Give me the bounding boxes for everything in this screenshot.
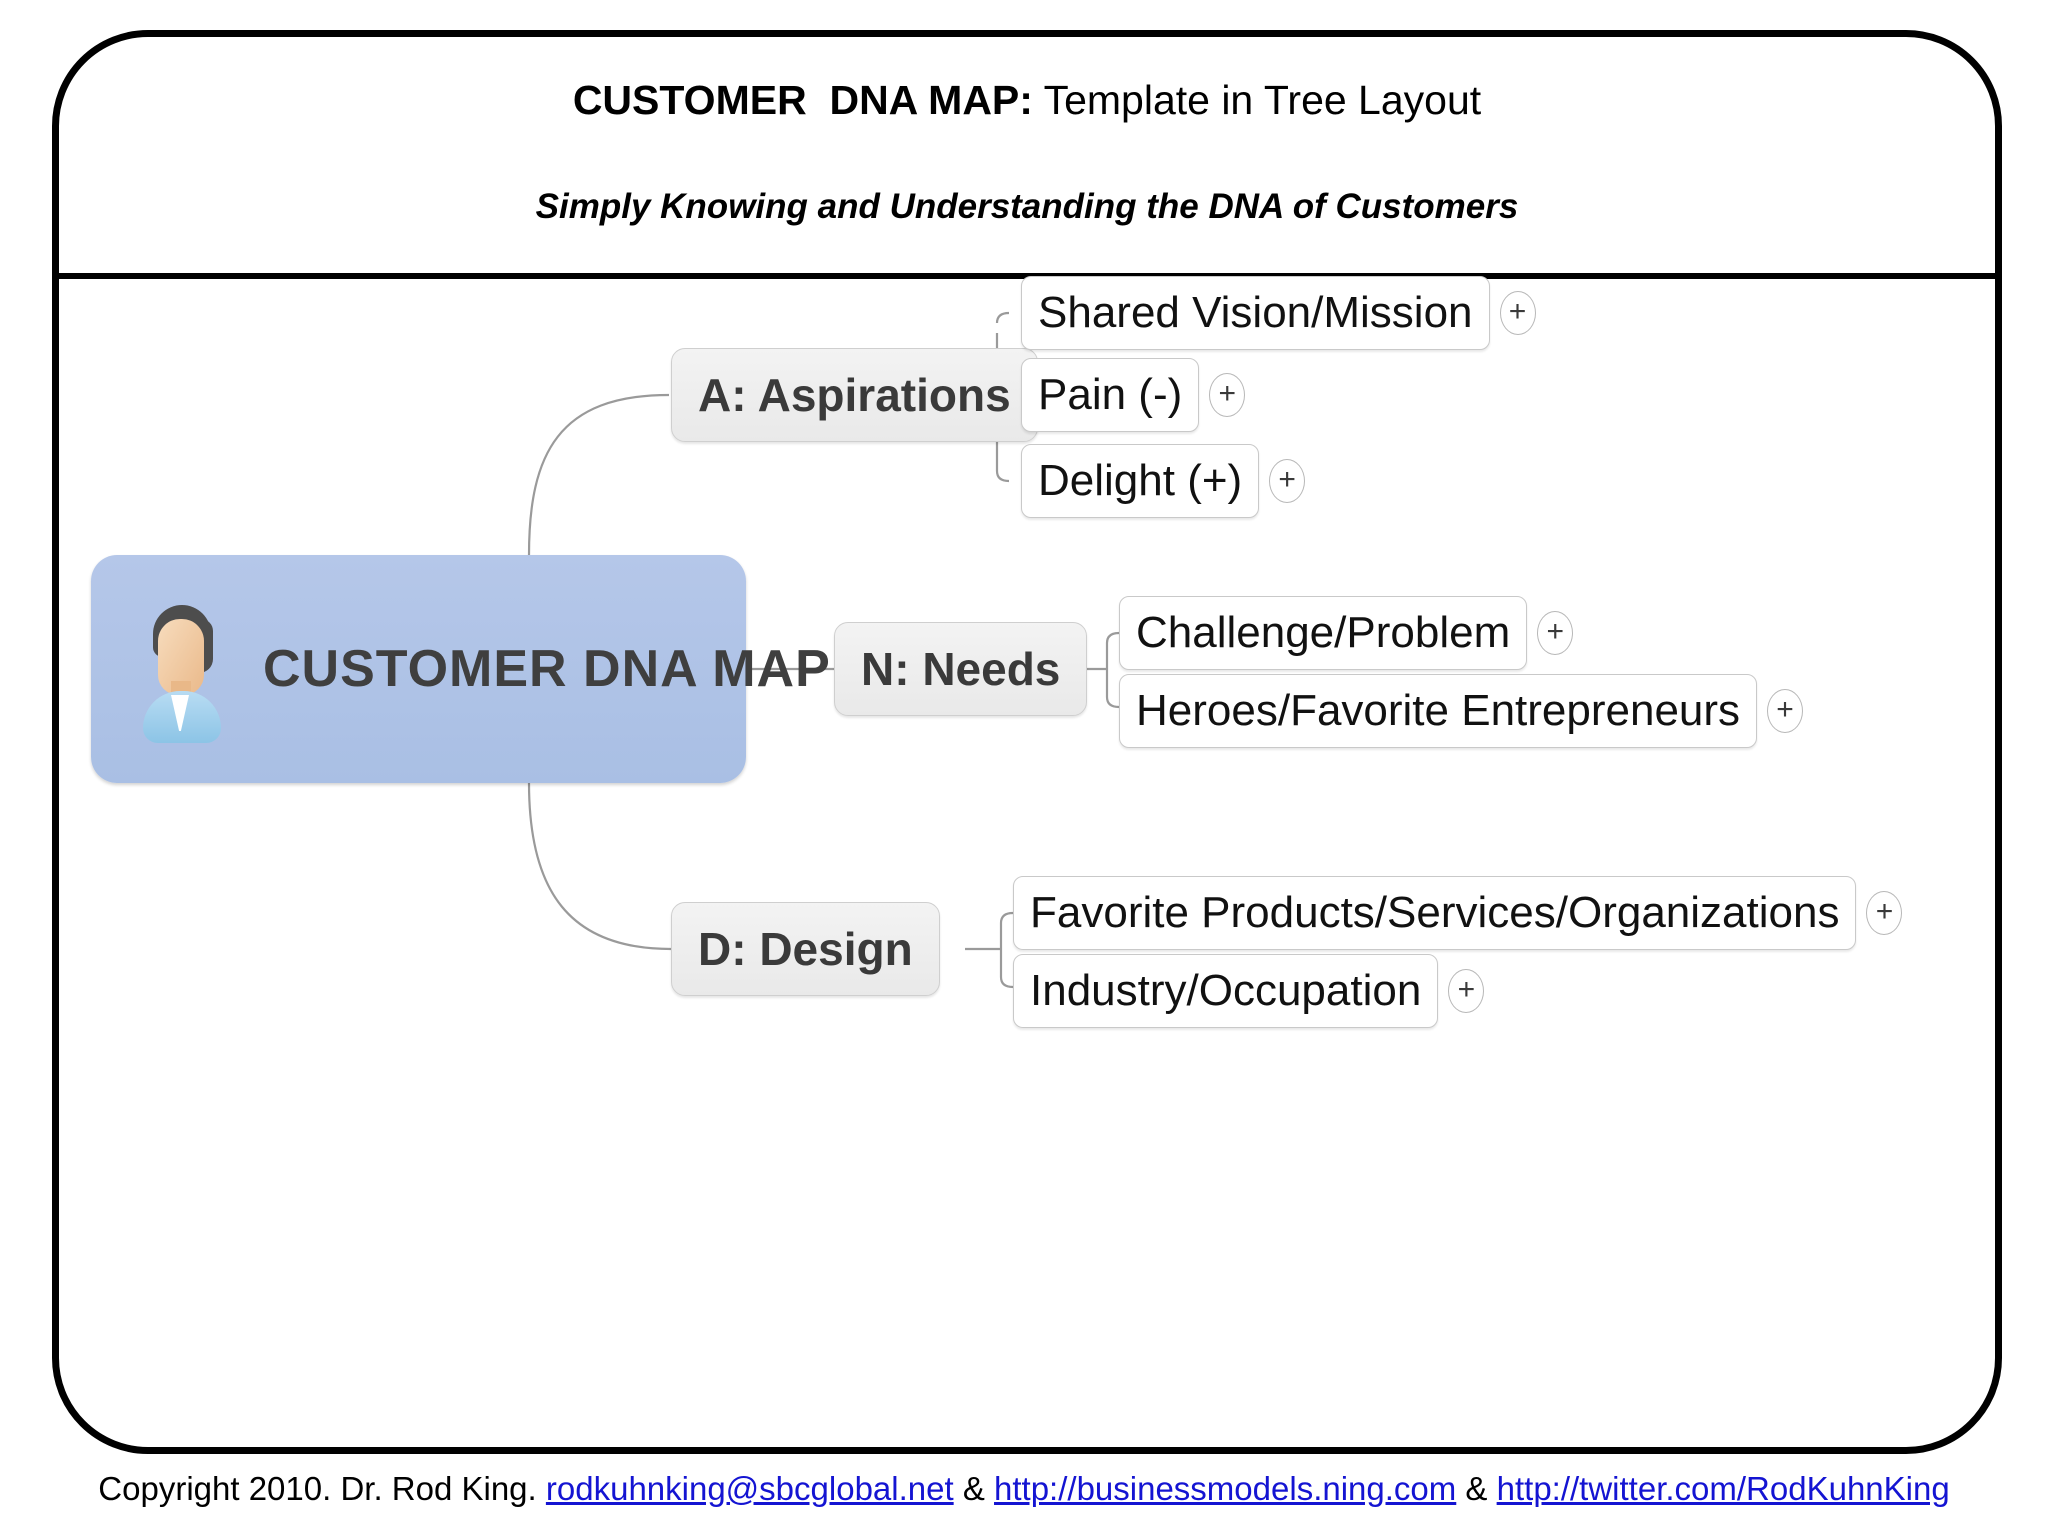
leaf-node-pain[interactable]: Pain (-) bbox=[1021, 358, 1200, 432]
leaf-row-challenge: Challenge/Problem + bbox=[1119, 596, 1574, 670]
branch-node-needs[interactable]: N: Needs bbox=[834, 622, 1088, 716]
branch-label-design: D: Design bbox=[698, 923, 913, 975]
leaf-row-favorite-products: Favorite Products/Services/Organizations… bbox=[1013, 876, 1903, 950]
expand-plus-icon[interactable]: + bbox=[1209, 373, 1246, 417]
user-avatar-icon bbox=[131, 599, 227, 743]
root-node[interactable]: CUSTOMER DNA MAP bbox=[91, 555, 830, 783]
leaf-row-shared-vision: Shared Vision/Mission + bbox=[1021, 276, 1536, 350]
slide-header: CUSTOMER DNA MAP: Template in Tree Layou… bbox=[59, 37, 1995, 273]
leaf-node-delight[interactable]: Delight (+) bbox=[1021, 444, 1260, 518]
expand-plus-icon[interactable]: + bbox=[1866, 891, 1903, 935]
page-title-rest: Template in Tree Layout bbox=[1032, 77, 1482, 123]
page-title-bold: CUSTOMER DNA MAP: bbox=[572, 77, 1033, 123]
branch-node-design[interactable]: D: Design bbox=[671, 902, 940, 996]
leaf-row-industry: Industry/Occupation + bbox=[1013, 954, 1485, 1028]
footer-copyright: Copyright 2010. Dr. Rod King. rodkuhnkin… bbox=[0, 1470, 2048, 1508]
leaf-row-delight: Delight (+) + bbox=[1021, 444, 1306, 518]
expand-plus-icon[interactable]: + bbox=[1537, 611, 1574, 655]
branch-label-aspirations: A: Aspirations bbox=[698, 369, 1011, 421]
branch-label-needs: N: Needs bbox=[861, 643, 1061, 695]
leaf-label-shared-vision: Shared Vision/Mission bbox=[1038, 288, 1473, 337]
expand-plus-icon[interactable]: + bbox=[1767, 689, 1804, 733]
footer-website-link[interactable]: http://businessmodels.ning.com bbox=[994, 1470, 1457, 1507]
leaf-label-challenge: Challenge/Problem bbox=[1136, 608, 1511, 657]
leaf-node-shared-vision[interactable]: Shared Vision/Mission bbox=[1021, 276, 1490, 350]
expand-plus-icon[interactable]: + bbox=[1448, 969, 1485, 1013]
branch-node-aspirations[interactable]: A: Aspirations bbox=[671, 348, 1038, 442]
footer-twitter-link[interactable]: http://twitter.com/RodKuhnKing bbox=[1496, 1470, 1950, 1507]
page-title: CUSTOMER DNA MAP: Template in Tree Layou… bbox=[59, 77, 1995, 124]
expand-plus-icon[interactable]: + bbox=[1499, 291, 1536, 335]
leaf-label-heroes: Heroes/Favorite Entrepreneurs bbox=[1136, 686, 1741, 735]
leaf-label-favorite-products: Favorite Products/Services/Organizations bbox=[1030, 888, 1840, 937]
leaf-node-favorite-products[interactable]: Favorite Products/Services/Organizations bbox=[1013, 876, 1857, 950]
slide-frame: CUSTOMER DNA MAP: Template in Tree Layou… bbox=[52, 30, 2002, 1454]
leaf-row-pain: Pain (-) + bbox=[1021, 358, 1246, 432]
leaf-label-delight: Delight (+) bbox=[1038, 456, 1243, 505]
mind-map-canvas: CUSTOMER DNA MAP A: Aspirations Shared V… bbox=[59, 273, 1995, 1455]
leaf-node-heroes[interactable]: Heroes/Favorite Entrepreneurs bbox=[1119, 674, 1758, 748]
footer-email-link[interactable]: rodkuhnking@sbcglobal.net bbox=[545, 1470, 954, 1507]
leaf-node-industry[interactable]: Industry/Occupation bbox=[1013, 954, 1439, 1028]
root-node-label: CUSTOMER DNA MAP bbox=[263, 640, 831, 698]
leaf-row-heroes: Heroes/Favorite Entrepreneurs + bbox=[1119, 674, 1804, 748]
expand-plus-icon[interactable]: + bbox=[1269, 459, 1306, 503]
page-subtitle: Simply Knowing and Understanding the DNA… bbox=[535, 187, 1519, 226]
leaf-label-pain: Pain (-) bbox=[1038, 370, 1183, 419]
footer-separator-1: & bbox=[953, 1470, 995, 1507]
footer-separator-2: & bbox=[1456, 1470, 1497, 1507]
footer-copyright-text: Copyright 2010. Dr. Rod King. bbox=[98, 1470, 546, 1507]
leaf-label-industry: Industry/Occupation bbox=[1030, 966, 1422, 1015]
leaf-node-challenge[interactable]: Challenge/Problem bbox=[1119, 596, 1528, 670]
